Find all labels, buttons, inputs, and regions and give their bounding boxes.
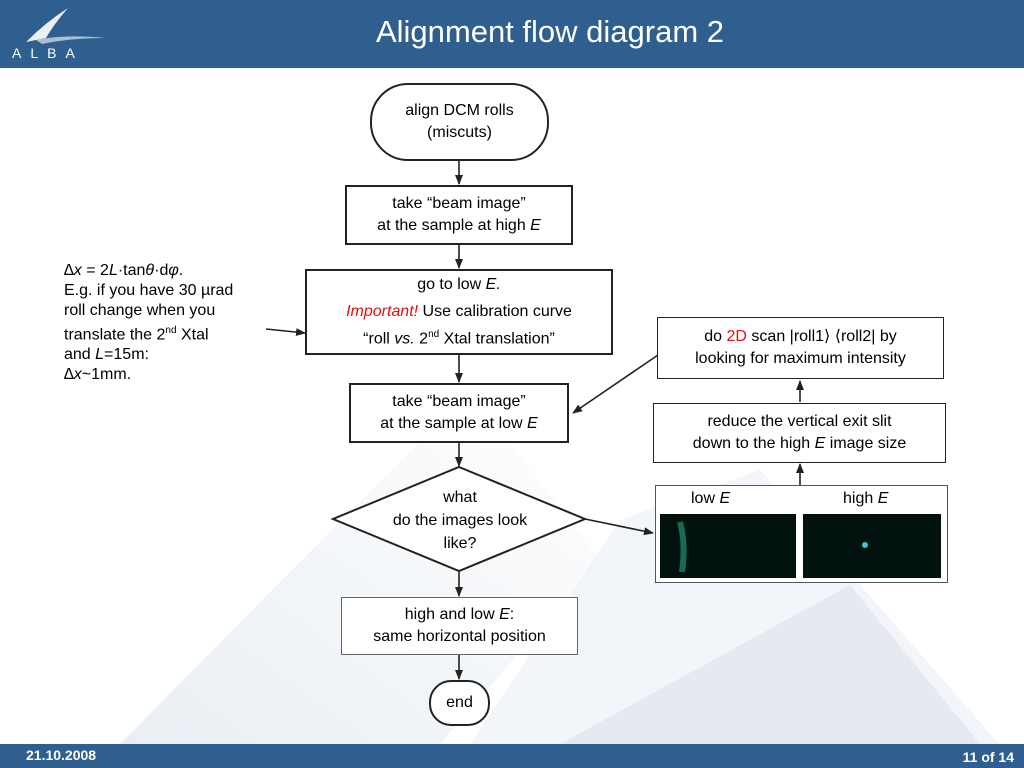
- beam-image-high-box: take “beam image” at the sample at high …: [345, 185, 573, 245]
- start-terminal: align DCM rolls (miscuts): [370, 83, 549, 161]
- end-terminal: end: [429, 680, 490, 726]
- beam-high-line1: take “beam image”: [392, 195, 526, 212]
- note-line3: roll change when you: [64, 302, 216, 319]
- note-line2: E.g. if you have 30 µrad: [64, 282, 234, 299]
- scan-line2: looking for maximum intensity: [695, 350, 906, 367]
- logo-text: ALBA: [12, 45, 84, 61]
- footer-date: 21.10.2008: [26, 747, 97, 763]
- note-line4: translate the 2nd Xtal: [64, 325, 209, 344]
- page-title: Alignment flow diagram 2: [375, 14, 725, 49]
- arrow-note-to-go-low: [265, 328, 306, 337]
- arrow-decision-to-images: [584, 518, 654, 536]
- alba-logo: ALBA: [12, 8, 106, 61]
- go-low-line2: Important! Use calibration curve: [346, 303, 572, 321]
- side-note: ∆x = 2L·tanθ·dφ. E.g. if you have 30 µra…: [64, 261, 294, 385]
- end-label: end: [446, 694, 473, 711]
- reduce-line1: reduce the vertical exit slit: [707, 413, 892, 430]
- decision-diamond: [330, 465, 588, 573]
- beam-image-low-box: take “beam image” at the sample at low E: [349, 383, 569, 443]
- beam-images-panel: low E high E: [655, 485, 948, 583]
- beam-low-line2: at the sample at low E: [380, 415, 538, 432]
- note-line6: ∆x~1mm.: [64, 366, 132, 384]
- start-line2: (miscuts): [427, 124, 492, 141]
- beam-high-line2: at the sample at high E: [377, 217, 541, 234]
- reduce-line2: down to the high E image size: [692, 435, 907, 452]
- result-line2: same horizontal position: [373, 628, 546, 645]
- arrow-scan-to-beam-low: [572, 354, 659, 414]
- footer-bar: 21.10.2008 11 of 14: [0, 744, 1024, 768]
- beam-low-line1: take “beam image”: [392, 393, 526, 410]
- result-line1: high and low E:: [404, 606, 515, 623]
- note-line5: and L=15m:: [64, 346, 149, 364]
- important-label: Important!: [346, 303, 419, 321]
- same-position-box: high and low E: same horizontal position: [341, 597, 578, 655]
- start-line1: align DCM rolls: [405, 102, 514, 119]
- high-e-label: high E: [843, 490, 889, 507]
- low-e-beam-spot: [677, 521, 687, 573]
- go-to-low-e-box: go to low E. Important! Use calibration …: [305, 269, 613, 355]
- decision-text: what do the images look like?: [392, 489, 528, 552]
- scan-line1: do 2D scan |roll1⟩ ⟨roll2| by: [704, 328, 897, 345]
- reduce-slit-box: reduce the vertical exit slit down to th…: [653, 403, 946, 463]
- low-e-label: low E: [691, 490, 731, 507]
- go-low-line3: “roll vs. 2nd Xtal translation”: [363, 329, 555, 348]
- note-formula: ∆x = 2L·tanθ·dφ.: [64, 262, 184, 279]
- high-e-beam-image: [803, 514, 941, 578]
- header-bar: [0, 0, 1024, 68]
- scan-2d-box: do 2D scan |roll1⟩ ⟨roll2| by looking fo…: [657, 317, 944, 379]
- go-low-line1: go to low E.: [417, 276, 501, 294]
- footer-page-number: 11 of 14: [962, 749, 1014, 765]
- low-e-beam-image: [660, 514, 796, 578]
- high-e-beam-spot: [862, 542, 868, 548]
